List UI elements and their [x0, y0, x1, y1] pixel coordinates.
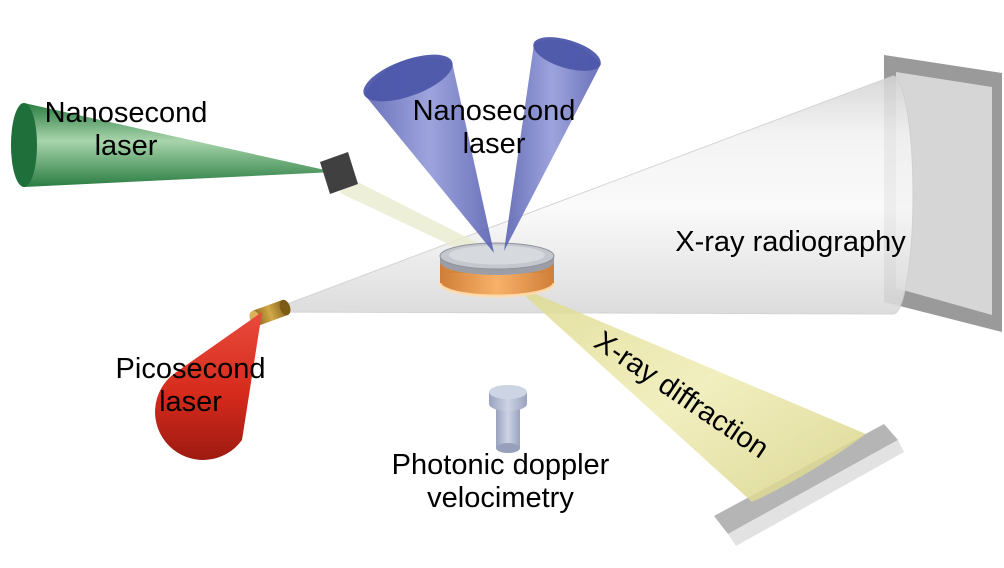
xray-detector-panel — [896, 72, 992, 315]
label-picosecond-laser: Picosecond laser — [88, 353, 293, 419]
label-line: Picosecond — [115, 353, 266, 385]
blue-laser-cone-left-cap — [363, 54, 453, 102]
gold-target-end — [279, 299, 291, 316]
label-pdv: Photonic doppler velocimetry — [358, 449, 643, 515]
label-nanosecond-laser-left: Nanosecond laser — [20, 97, 232, 163]
xray-radiography-cone — [265, 75, 914, 315]
label-line: X-ray radiography — [675, 226, 906, 258]
drive-beam — [340, 175, 486, 259]
diffraction-plate — [714, 424, 898, 534]
label-line: Photonic doppler — [391, 449, 610, 481]
gold-target-body — [252, 300, 288, 326]
dark-target-plate — [320, 152, 358, 194]
sample-top-highlight — [449, 245, 545, 265]
label-nanosecond-laser-top: Nanosecond laser — [388, 95, 600, 161]
label-line: laser — [94, 130, 158, 162]
green-laser-cone-cap — [11, 103, 37, 187]
pdv-probe-body — [496, 402, 520, 453]
blue-laser-cone-right — [504, 39, 601, 251]
pdv-probe-bottom — [496, 443, 520, 453]
label-line: Nanosecond — [412, 95, 576, 127]
label-line: laser — [159, 386, 222, 418]
label-xray-radiography: X-ray radiography — [648, 226, 933, 259]
green-laser-cone — [11, 103, 334, 187]
xray-diffraction-cone — [512, 284, 866, 502]
pdv-probe-top — [489, 385, 527, 399]
red-laser-cone — [155, 312, 262, 460]
label-line: Nanosecond — [44, 97, 208, 129]
sample-body-rim — [438, 282, 556, 298]
pdv-probe — [489, 385, 527, 453]
sample-disc — [438, 242, 556, 298]
label-line: laser — [462, 128, 526, 160]
blue-laser-cone-right-cap — [533, 37, 601, 71]
diffraction-plate-highlight — [728, 440, 904, 546]
label-line: velocimetry — [427, 482, 574, 514]
blue-laser-cone-left — [364, 57, 494, 254]
